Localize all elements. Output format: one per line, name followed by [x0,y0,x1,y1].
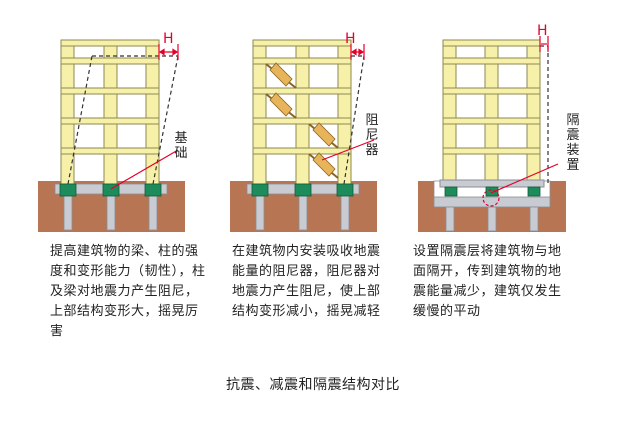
frame-damping [252,39,352,185]
foundation-blocks [59,183,162,197]
deformed-outline [540,45,549,185]
frame-aseismic [60,39,160,185]
damper [269,92,293,117]
panel-isolation: H [418,23,566,232]
isolator-highlight [482,189,500,207]
damper [269,62,293,87]
panel-aseismic: H [38,31,185,232]
panel-damping: H [230,31,377,232]
frame-isolation [439,39,545,188]
caption-isolation: 设置隔震层将建筑物与地面隔开，传到建筑物的地震能量减少，建筑仅发生缓慢的平动 [413,244,562,319]
dampers [265,62,339,179]
piles [445,206,539,232]
foundation-pointer [110,149,179,190]
foundation-label: 基础 [174,131,188,161]
upper-base-slab [439,179,545,188]
displacement-label-1: H [163,31,174,47]
displacement-marker-1 [158,44,179,60]
figure-title: 抗震、减震和隔震结构对比 [226,377,400,393]
damper [312,152,336,177]
caption-damping: 在建筑物内安装吸收地震能量的阻尼器，阻尼器对地震力产生阻尼，使上部结构变形减小，… [232,244,381,319]
displacement-label-2: H [345,31,356,47]
damper-label: 阻尼器 [365,113,379,158]
caption-aseismic: 提高建筑物的梁、柱的强度和变形能力（韧性），柱及梁对地震力产生阻尼，上部结构变形… [50,244,206,339]
displacement-marker-3 [539,36,549,52]
isolator-label: 隔震装置 [566,113,580,173]
displacement-marker-2 [350,44,365,60]
isolator-bearings [444,186,541,197]
damper [312,122,336,147]
displacement-label-3: H [537,23,548,39]
damper-pointer [321,139,375,161]
foundation-blocks [251,183,354,197]
isolator-pointer [490,163,559,194]
